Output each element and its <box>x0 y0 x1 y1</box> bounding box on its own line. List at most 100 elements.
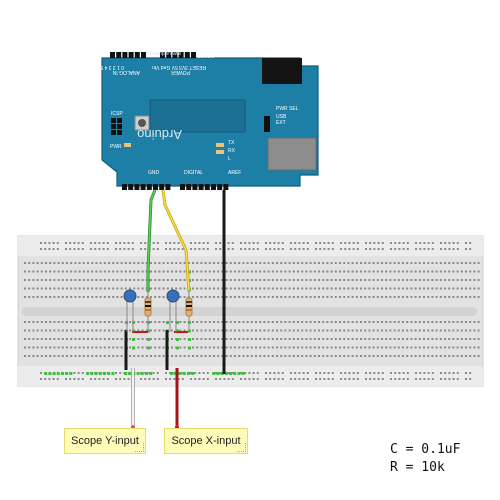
breadboard-hole <box>326 321 329 323</box>
icsp-pin <box>117 130 122 135</box>
breadboard-hole <box>280 279 283 281</box>
breadboard-hole <box>423 262 425 264</box>
breadboard-hole <box>229 262 232 264</box>
connected-hole <box>176 321 179 324</box>
breadboard-hole <box>32 338 35 340</box>
breadboard-hole <box>435 329 438 332</box>
breadboard-hole <box>74 329 77 332</box>
breadboard-hole <box>377 248 380 250</box>
breadboard-hole <box>119 372 122 374</box>
breadboard-hole <box>465 329 467 332</box>
breadboard-hole <box>242 338 245 340</box>
breadboard-hole <box>137 321 140 323</box>
components <box>123 289 193 429</box>
breadboard-hole <box>448 346 451 349</box>
breadboard-hole <box>133 270 136 273</box>
breadboard-hole <box>250 338 253 340</box>
breadboard-hole <box>469 378 472 380</box>
breadboard-hole <box>99 287 102 290</box>
breadboard-hole <box>423 355 425 357</box>
breadboard-hole <box>267 346 270 349</box>
breadboard-hole <box>124 262 127 264</box>
breadboard-hole <box>74 346 77 349</box>
breadboard-hole <box>281 242 284 244</box>
breadboard-hole <box>309 321 312 323</box>
breadboard-hole <box>246 270 249 273</box>
breadboard-hole <box>127 242 130 244</box>
breadboard-hole <box>120 279 123 281</box>
breadboard-hole <box>213 346 215 349</box>
aref-label: AREF <box>228 170 241 176</box>
analog-pin <box>122 52 128 58</box>
breadboard-hole <box>169 242 172 244</box>
breadboard-hole <box>340 248 342 250</box>
breadboard-hole <box>49 355 52 357</box>
breadboard-hole <box>469 296 472 298</box>
breadboard-hole <box>402 338 404 340</box>
breadboard-hole <box>124 279 127 281</box>
breadboard-hole <box>252 372 255 374</box>
breadboard-hole <box>52 378 55 380</box>
breadboard-hole <box>473 296 476 298</box>
breadboard-hole <box>393 321 396 323</box>
breadboard-hole <box>390 372 392 374</box>
breadboard-hole <box>90 242 92 244</box>
breadboard-hole <box>217 321 220 323</box>
breadboard-hole <box>389 355 392 357</box>
breadboard-hole <box>414 355 417 357</box>
breadboard-hole <box>397 346 400 349</box>
breadboard-hole <box>410 262 413 264</box>
breadboard-hole <box>231 242 234 244</box>
breadboard-hole <box>439 279 442 281</box>
breadboard-hole <box>87 346 89 349</box>
breadboard-hole <box>427 346 430 349</box>
breadboard-hole <box>334 355 337 357</box>
breadboard-hole <box>166 262 169 264</box>
breadboard-hole <box>352 242 355 244</box>
breadboard-hole <box>297 338 299 340</box>
power-pin <box>178 52 184 58</box>
breadboard-hole <box>265 248 267 250</box>
breadboard-hole <box>418 338 421 340</box>
usb-label: USB <box>276 114 287 120</box>
breadboard-hole <box>290 378 292 380</box>
breadboard-hole <box>284 296 287 298</box>
breadboard-hole <box>144 242 147 244</box>
breadboard-hole <box>318 321 320 323</box>
breadboard-hole <box>190 248 192 250</box>
breadboard-hole <box>213 338 215 340</box>
breadboard-hole <box>108 270 110 273</box>
breadboard-hole <box>410 321 413 323</box>
breadboard-hole <box>389 296 392 298</box>
breadboard-hole <box>313 296 316 298</box>
board-name: Arduino <box>137 127 182 142</box>
breadboard-hole <box>385 329 388 332</box>
breadboard-hole <box>344 242 347 244</box>
breadboard-hole <box>277 242 280 244</box>
breadboard-hole <box>32 321 35 323</box>
breadboard-hole <box>330 262 333 264</box>
breadboard-hole <box>456 378 459 380</box>
breadboard-hole <box>452 242 455 244</box>
breadboard-hole <box>45 262 47 264</box>
breadboard-hole <box>343 346 346 349</box>
breadboard-hole <box>418 270 421 273</box>
breadboard-hole <box>347 287 350 290</box>
power-label: POWER <box>171 69 190 75</box>
breadboard-hole <box>318 338 320 340</box>
breadboard-hole <box>213 355 215 357</box>
breadboard-hole <box>238 279 241 281</box>
breadboard-hole <box>385 262 388 264</box>
breadboard-hole <box>339 355 341 357</box>
breadboard-hole <box>326 338 329 340</box>
breadboard-hole <box>208 346 211 349</box>
breadboard-hole <box>238 321 241 323</box>
breadboard-hole <box>419 242 422 244</box>
connected-rail-hole <box>65 372 69 375</box>
breadboard-hole <box>81 378 84 380</box>
breadboard-hole <box>225 338 228 340</box>
breadboard-hole <box>263 287 266 290</box>
breadboard-hole <box>330 287 333 290</box>
breadboard-hole <box>65 242 67 244</box>
breadboard-hole <box>402 248 405 250</box>
